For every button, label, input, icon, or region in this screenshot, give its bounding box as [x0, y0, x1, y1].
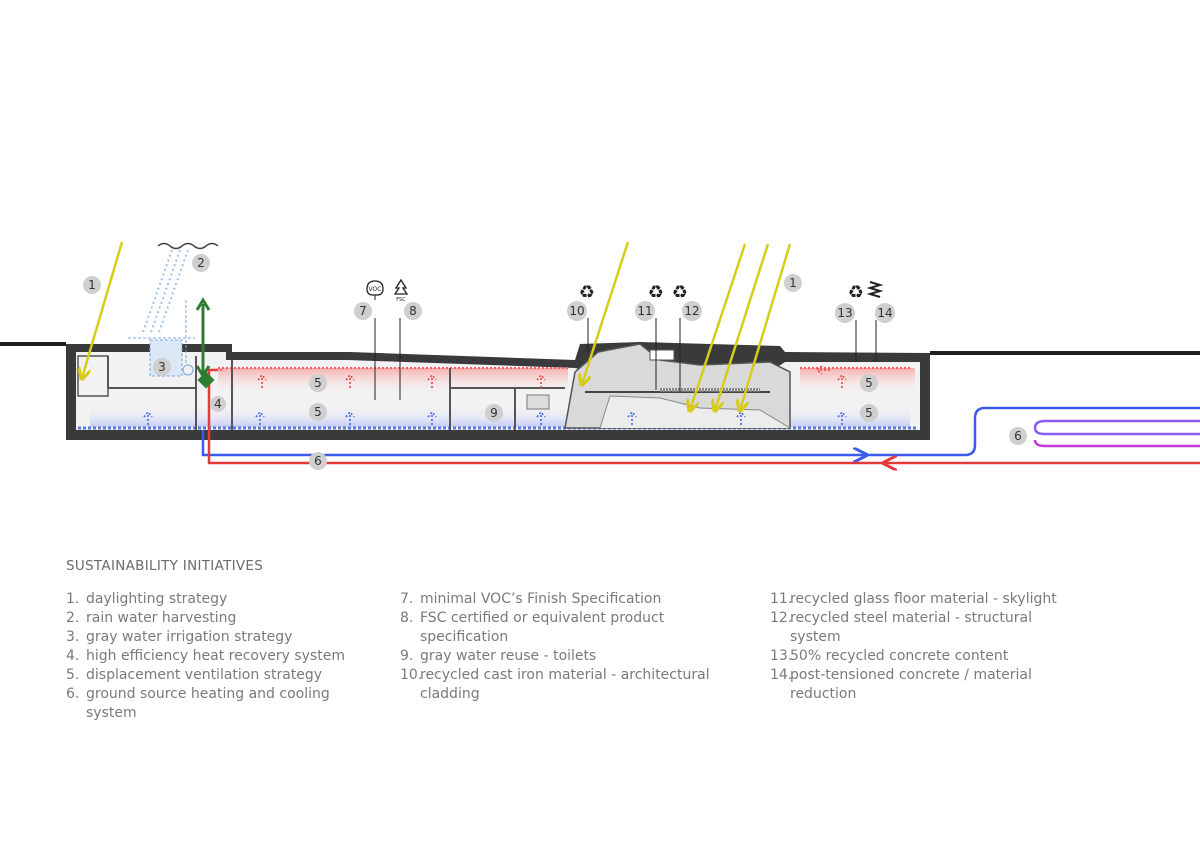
svg-text:13: 13: [837, 306, 852, 320]
legend-item: 1.daylighting strategy: [66, 591, 228, 607]
spring-icon: [866, 281, 884, 298]
daylight-rays: [82, 241, 792, 410]
legend-item: 7.minimal VOC’s Finish Specification: [400, 591, 662, 607]
svg-text:5: 5: [314, 376, 322, 390]
svg-text:2: 2: [197, 256, 205, 270]
svg-text:1: 1: [88, 278, 96, 292]
legend-title: SUSTAINABILITY INITIATIVES: [66, 558, 264, 574]
legend-item: 5.displacement ventilation strategy: [66, 667, 323, 683]
marker-5: 5: [309, 403, 327, 421]
legend-item: 8.FSC certified or equivalent product sp…: [400, 610, 665, 645]
leader-lines: [374, 318, 877, 400]
marker-5: 5: [860, 374, 878, 392]
legend-item: 4.high efficiency heat recovery system: [66, 648, 345, 664]
voc-label: VOC: [369, 286, 382, 293]
legend-column-2: 7.minimal VOC’s Finish Specification 8.F…: [400, 590, 720, 704]
marker-3: 3: [153, 358, 171, 376]
marker-7: 7: [354, 302, 372, 320]
number-markers: 1 1 2 3 4 5 5 5 5 6 6 7 8 9 10 11 12 13 …: [83, 254, 1027, 470]
ventilation-arrows: [143, 365, 847, 425]
legend-item: 12.recycled steel material - structural …: [770, 610, 1033, 645]
svg-text:5: 5: [314, 405, 322, 419]
svg-text:9: 9: [490, 406, 498, 420]
svg-text:3: 3: [158, 360, 166, 374]
svg-text:14: 14: [877, 306, 892, 320]
rain-water-system: [128, 242, 219, 377]
marker-8: 8: [404, 302, 422, 320]
marker-2: 2: [192, 254, 210, 272]
svg-text:♻: ♻: [579, 282, 595, 303]
legend-item: 6.ground source heating and cooling syst…: [66, 686, 330, 721]
legend-item: 13.50% recycled concrete content: [770, 648, 1009, 664]
svg-text:4: 4: [214, 397, 222, 411]
svg-text:11: 11: [637, 304, 652, 318]
svg-text:5: 5: [865, 406, 873, 420]
heat-recovery-arrows: [195, 297, 215, 389]
legend-item: 14.post-tensioned concrete / material re…: [770, 667, 1032, 702]
voc-icon: VOC: [366, 280, 384, 300]
svg-text:1: 1: [789, 276, 797, 290]
legend-column-3: 11.recycled glass floor material - skyli…: [770, 590, 1070, 704]
legend-column-1: 1.daylighting strategy 2.rain water harv…: [66, 590, 366, 723]
section-diagram: VOC FSC ♻ ♻ ♻ ♻ 1 1 2 3 4 5 5 5 5 6 6 7 …: [0, 241, 1200, 540]
svg-text:6: 6: [1014, 429, 1022, 443]
marker-5: 5: [309, 374, 327, 392]
svg-text:8: 8: [409, 304, 417, 318]
legend-item: 10.recycled cast iron material - archite…: [400, 667, 710, 702]
fsc-tree-icon: FSC: [393, 278, 409, 303]
svg-text:♻: ♻: [648, 282, 664, 303]
marker-11: 11: [635, 301, 655, 321]
marker-12: 12: [682, 301, 702, 321]
fsc-label: FSC: [396, 297, 406, 303]
marker-1: 1: [784, 274, 802, 292]
marker-5: 5: [860, 404, 878, 422]
marker-13: 13: [835, 303, 855, 323]
marker-9: 9: [485, 404, 503, 422]
svg-text:7: 7: [359, 304, 367, 318]
marker-1: 1: [83, 276, 101, 294]
legend-item: 9.gray water reuse - toilets: [400, 648, 597, 664]
svg-text:6: 6: [314, 454, 322, 468]
marker-6: 6: [1009, 427, 1027, 445]
svg-text:5: 5: [865, 376, 873, 390]
legend-item: 11.recycled glass floor material - skyli…: [770, 591, 1057, 607]
svg-text:♻: ♻: [848, 282, 864, 303]
marker-10: 10: [567, 301, 587, 321]
svg-text:♻: ♻: [672, 282, 688, 303]
ground-source-loop: [201, 368, 1200, 463]
ground-line: [0, 342, 1200, 355]
legend-item: 2.rain water harvesting: [66, 610, 237, 626]
legend-item: 3.gray water irrigation strategy: [66, 629, 293, 645]
svg-text:12: 12: [684, 304, 699, 318]
marker-14: 14: [875, 303, 895, 323]
building-shell: [66, 342, 930, 440]
recycle-icon: ♻ ♻ ♻ ♻: [579, 282, 864, 303]
marker-6: 6: [309, 452, 327, 470]
svg-text:10: 10: [569, 304, 584, 318]
marker-4: 4: [210, 396, 226, 412]
